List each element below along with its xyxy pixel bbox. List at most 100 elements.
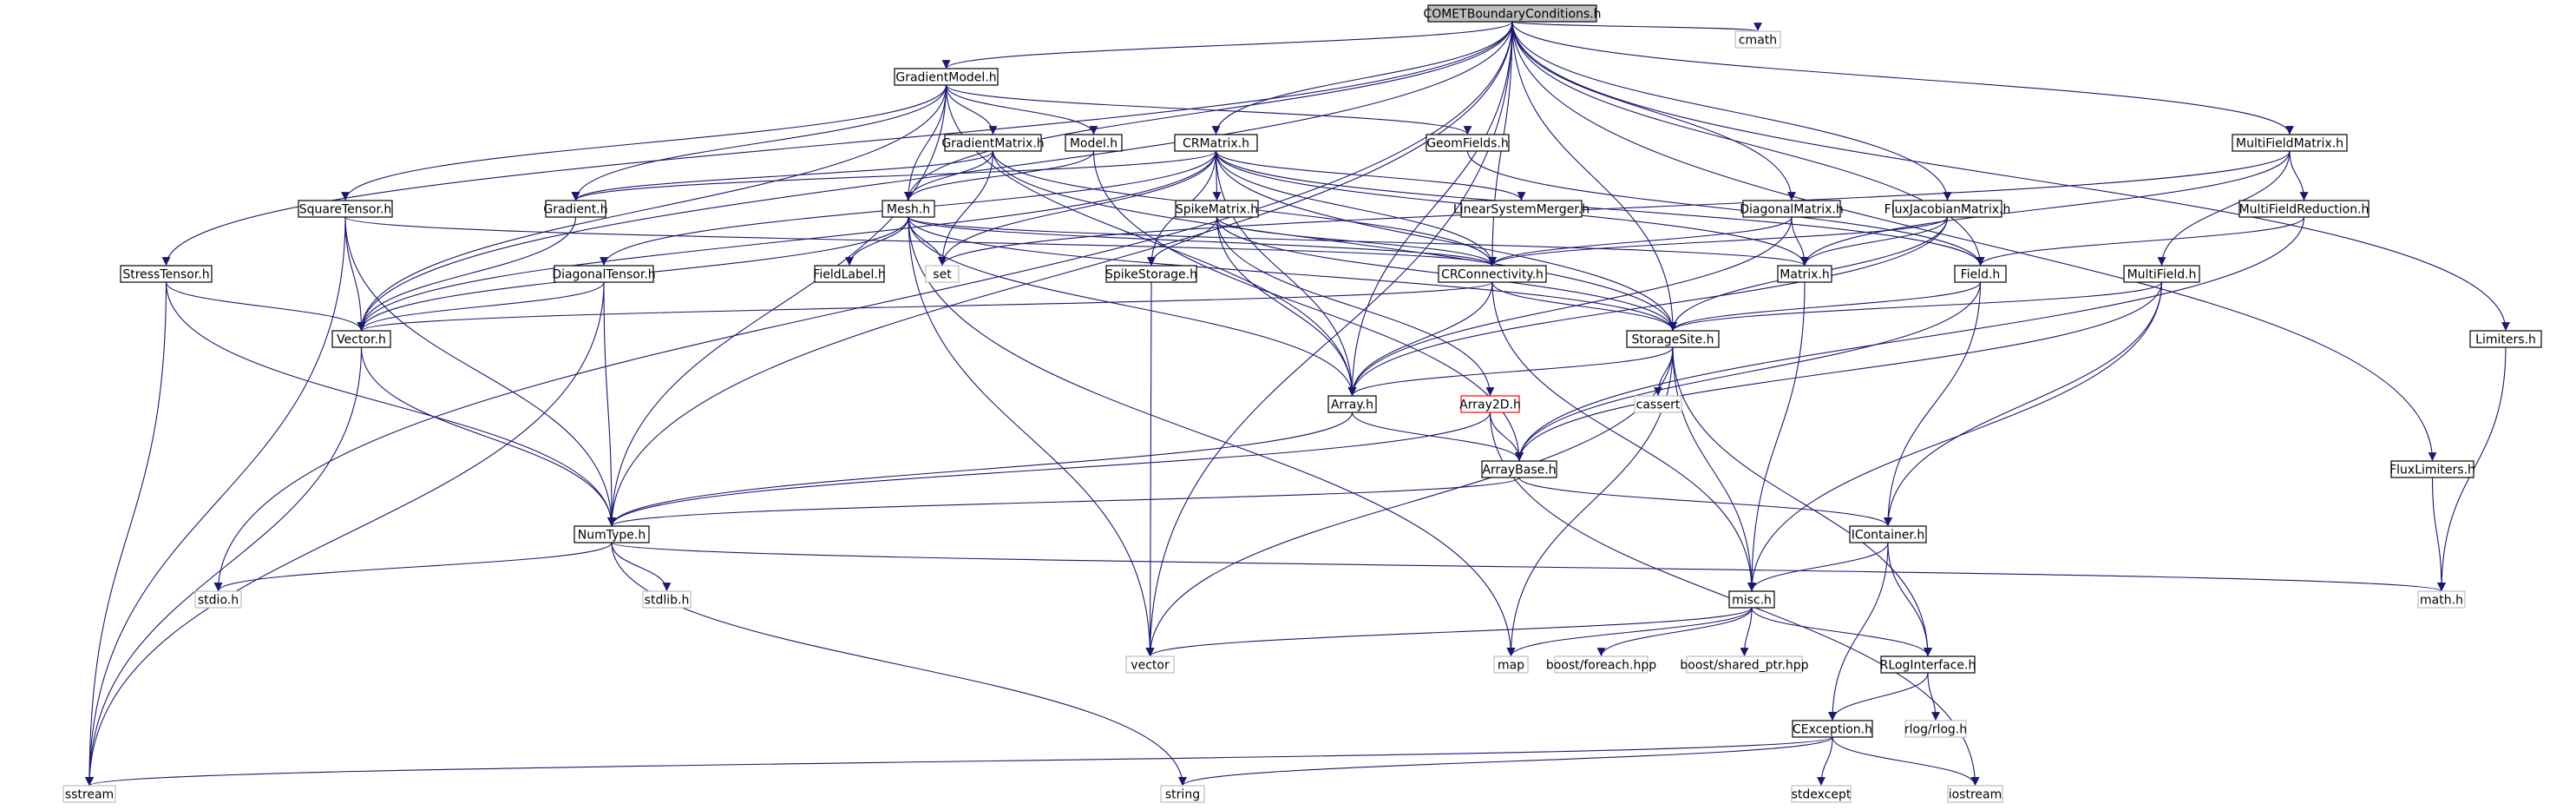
node-linearsystemmerger[interactable]: LinearSystemMerger.h: [1453, 200, 1590, 218]
node-label: string: [1165, 788, 1200, 802]
node-squaretensor[interactable]: SquareTensor.h: [298, 200, 393, 218]
edge-gradient-vector: [357, 216, 577, 332]
edge-numtype-stdlib: [611, 542, 672, 592]
edge-mesh-map: [908, 216, 1516, 657]
edge-crmatrix-linearsystemmerger: [1215, 150, 1526, 201]
node-matrix[interactable]: Matrix.h: [1777, 265, 1832, 283]
node-sstream: sstream: [62, 785, 116, 803]
node-array2d[interactable]: Array2D.h: [1459, 395, 1521, 413]
node-diagonaltensor[interactable]: DiagonalTensor.h: [552, 265, 656, 283]
node-label: DiagonalTensor.h: [552, 268, 655, 282]
node-box: [925, 265, 960, 283]
node-storagesite[interactable]: StorageSite.h: [1626, 330, 1720, 348]
node-box: [894, 68, 999, 86]
edge-multifieldmatrix-multifieldreduction: [2289, 150, 2309, 201]
edge-diagonalmatrix-array: [1347, 216, 1793, 397]
node-label: map: [1498, 659, 1524, 673]
node-box: [2232, 134, 2348, 152]
node-box: [1065, 134, 1123, 152]
node-box: [1728, 590, 1775, 609]
edge-squaretensor-numtype: [344, 216, 616, 527]
node-geomfields[interactable]: GeomFields.h: [1426, 134, 1510, 152]
node-iostream: iostream: [1947, 785, 2003, 803]
edge-multifieldmatrix-multifield: [2157, 150, 2291, 267]
node-label: math.h: [2420, 594, 2463, 608]
node-label: FluxJacobianMatrix.h: [1884, 203, 2011, 217]
node-gradientmodel[interactable]: GradientModel.h: [894, 68, 999, 86]
node-spikestorage[interactable]: SpikeStorage.h: [1105, 265, 1197, 283]
node-label: iostream: [1949, 788, 2002, 802]
edge-mesh-fieldlabel: [845, 216, 909, 267]
edge-misch-map: [1506, 607, 1753, 657]
edge-matrix-misch: [1747, 281, 1806, 592]
node-model[interactable]: Model.h: [1065, 134, 1123, 152]
node-limiters[interactable]: Limiters.h: [2469, 330, 2542, 348]
node-crconnectivity[interactable]: CRConnectivity.h: [1438, 265, 1547, 283]
node-box: [814, 265, 885, 283]
node-spikematrix[interactable]: SpikeMatrix.h: [1175, 200, 1259, 218]
node-fieldlabel[interactable]: FieldLabel.h: [813, 265, 886, 283]
node-label: GradientMatrix.h: [941, 137, 1044, 151]
edge-root-cmath: [1511, 21, 1762, 32]
edge-diagonaltensor-vector: [357, 281, 605, 332]
node-root[interactable]: COMETBoundaryConditions.h: [1423, 4, 1602, 23]
edge-root-gradientmodel: [941, 21, 1513, 69]
node-fluxjacobianmatrix[interactable]: FluxJacobianMatrix.h: [1884, 200, 2011, 218]
node-cexception[interactable]: CException.h: [1792, 720, 1873, 738]
node-box: [1105, 265, 1197, 283]
node-box: [1125, 655, 1175, 674]
node-arraybase[interactable]: ArrayBase.h: [1481, 460, 1557, 478]
node-mesh[interactable]: Mesh.h: [882, 200, 935, 218]
node-multifieldreduction[interactable]: MultiFieldReduction.h: [2238, 200, 2370, 218]
edge-stresstensor-vector: [165, 281, 366, 332]
node-rloginterface[interactable]: RLogInterface.h: [1880, 655, 1976, 674]
node-icontainer[interactable]: IContainer.h: [1849, 525, 1927, 543]
edge-root-fluxlimiters: [1511, 21, 2437, 462]
node-crmatrix[interactable]: CRMatrix.h: [1174, 134, 1258, 152]
edge-misch-boostforeach: [1596, 607, 1753, 657]
node-box: [2238, 200, 2370, 218]
node-numtype[interactable]: NumType.h: [574, 525, 650, 543]
node-box: [554, 265, 654, 283]
edge-misch-boostshared: [1740, 607, 1753, 657]
node-diagonalmatrix[interactable]: DiagonalMatrix.h: [1740, 200, 1844, 218]
node-label: SquareTensor.h: [299, 203, 392, 217]
edge-multifieldreduction-arraybase: [1515, 216, 2305, 462]
node-field[interactable]: Field.h: [1954, 265, 2007, 283]
node-stresstensor[interactable]: StressTensor.h: [120, 265, 213, 283]
edge-crconnectivity-misch: [1491, 281, 1756, 592]
edge-multifieldmatrix-set: [938, 150, 2291, 267]
node-label: IContainer.h: [1852, 529, 1925, 543]
node-set: set: [925, 265, 960, 283]
edge-gradientmodel-numtype: [607, 84, 947, 527]
node-label: SpikeStorage.h: [1105, 268, 1197, 282]
edge-icontainer-rloginterface: [1887, 542, 1932, 657]
edge-spikematrix-array2d: [1216, 216, 1495, 397]
edge-storagesite-rloginterface: [1672, 346, 1932, 657]
node-gradient[interactable]: Gradient.h: [543, 200, 608, 218]
node-vector[interactable]: Vector.h: [331, 330, 391, 348]
edge-crmatrix-storagesite: [1215, 150, 1677, 332]
node-box: [2390, 460, 2474, 478]
node-box: [1880, 655, 1976, 674]
node-multifieldmatrix[interactable]: MultiFieldMatrix.h: [2232, 134, 2348, 152]
edge-squaretensor-vector: [344, 216, 366, 332]
node-gradientmatrix[interactable]: GradientMatrix.h: [941, 134, 1045, 152]
edge-icontainer-cexception: [1828, 542, 1889, 721]
node-misch[interactable]: misc.h: [1728, 590, 1775, 609]
edge-crconnectivity-array: [1347, 281, 1493, 397]
node-multifield[interactable]: MultiField.h: [2123, 265, 2200, 283]
node-label: cmath: [1739, 34, 1777, 48]
edge-arraybase-icontainer: [1518, 477, 1892, 527]
edge-spikematrix-crconnectivity: [1216, 216, 1497, 267]
node-label: Array2D.h: [1459, 398, 1521, 412]
edge-root-fluxjacobianmatrix: [1511, 21, 1952, 201]
node-fluxlimiters[interactable]: FluxLimiters.h: [2389, 460, 2475, 478]
node-box: [194, 590, 242, 609]
edge-geomfields-field: [1466, 150, 1985, 267]
node-label: SpikeMatrix.h: [1176, 203, 1258, 217]
node-array[interactable]: Array.h: [1327, 395, 1377, 413]
node-label: stdio.h: [198, 594, 239, 608]
node-box: [574, 525, 650, 543]
edge-array-arraybase: [1351, 412, 1524, 462]
